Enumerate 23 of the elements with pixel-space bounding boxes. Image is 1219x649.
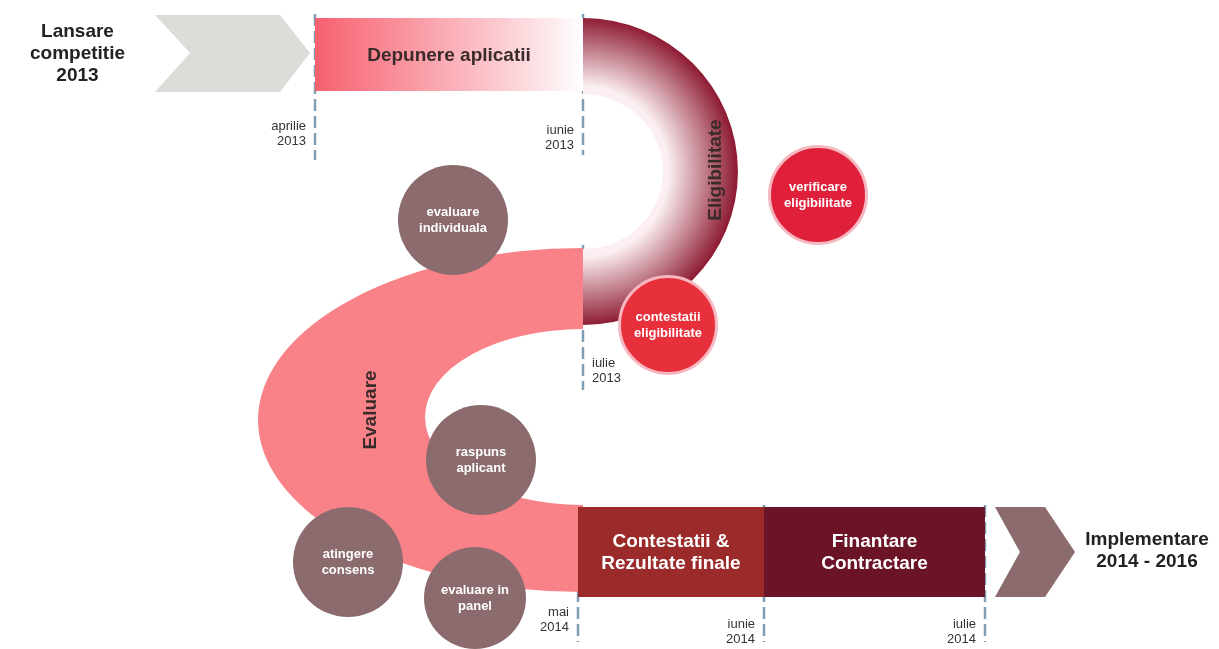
stage-label: Evaluare (359, 370, 381, 450)
stage-label: Finantare Contractare (820, 530, 929, 574)
step-label: evaluare in panel (440, 582, 510, 614)
stage-arc (583, 18, 738, 325)
step-label: verificare eligibilitate (783, 179, 853, 211)
step-label: contestatii eligibilitate (633, 309, 703, 341)
date-label: iunie 2014 (725, 616, 755, 646)
date-label: iunie 2013 (544, 122, 574, 152)
stage-label: Depunere aplicatii (367, 43, 531, 66)
stage-label: Eligibilitate (704, 119, 726, 221)
date-label: iulie 2013 (592, 355, 622, 385)
stage-band (315, 18, 583, 91)
step-label: evaluare individuala (418, 204, 488, 236)
stage-band (764, 507, 985, 597)
end-label: Implementare 2014 - 2016 (1084, 528, 1210, 572)
date-label: mai 2014 (539, 604, 569, 634)
start-label: Lansare competitie 2013 (29, 20, 126, 86)
stage-band (578, 507, 764, 597)
date-label: iulie 2014 (946, 616, 976, 646)
step-label: atingere consens (320, 546, 376, 578)
stage-label: Contestatii & Rezultate finale (600, 530, 742, 574)
step-label: raspuns aplicant (454, 444, 508, 476)
date-label: aprilie 2013 (270, 118, 306, 148)
